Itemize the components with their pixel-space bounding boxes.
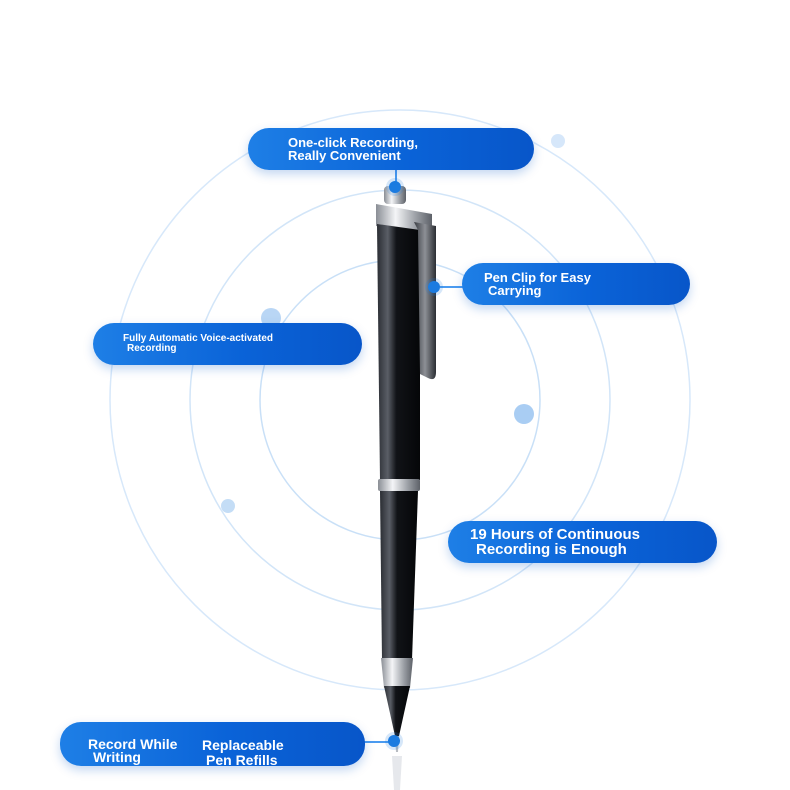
pen-middle-ring [378, 479, 420, 491]
connector-pen-clip [440, 286, 464, 288]
feature-text-line: Replaceable [202, 737, 284, 753]
feature-text-line: Pen Clip for Easy [484, 270, 591, 285]
pen-reflection [392, 756, 402, 790]
pen-tip-cone [384, 686, 410, 736]
feature-text-line: Fully Automatic Voice-activated [123, 333, 274, 344]
feature-text-line: Recording is Enough [476, 541, 627, 558]
feature-label-record-writing: Record While Writing Replaceable Pen Ref… [60, 722, 365, 768]
pen-upper-body [377, 224, 420, 480]
marker-pen-clip [428, 281, 440, 293]
feature-label-one-click: One-click Recording, Really Convenient [248, 128, 534, 170]
feature-text-line: One-click Recording, [288, 135, 419, 150]
marker-record-writing [388, 735, 400, 747]
ring-bubble [221, 499, 235, 513]
feature-label-voice-activated: Fully Automatic Voice-activated Recordin… [93, 323, 362, 365]
feature-label-pen-clip: Pen Clip for Easy Carrying [462, 263, 690, 305]
feature-text-line: Really Convenient [288, 148, 401, 163]
connector-one-click [395, 168, 397, 186]
connector-record-writing [362, 741, 392, 743]
feature-text-line: Carrying [488, 283, 542, 298]
feature-text-line: Writing [93, 749, 141, 765]
ring-bubble [551, 134, 565, 148]
feature-text-line: Pen Refills [206, 752, 278, 768]
feature-text-line: 19 Hours of Continuous [470, 526, 640, 543]
pen-lower-chrome [381, 658, 413, 688]
pen-lower-body [380, 491, 418, 660]
feature-text-line: Recording [127, 343, 177, 354]
feature-label-hours: 19 Hours of Continuous Recording is Enou… [448, 521, 717, 563]
ring-bubble [514, 404, 534, 424]
pen-clip [414, 222, 436, 380]
marker-one-click [389, 181, 401, 193]
feature-text-line: Record While [88, 736, 178, 752]
